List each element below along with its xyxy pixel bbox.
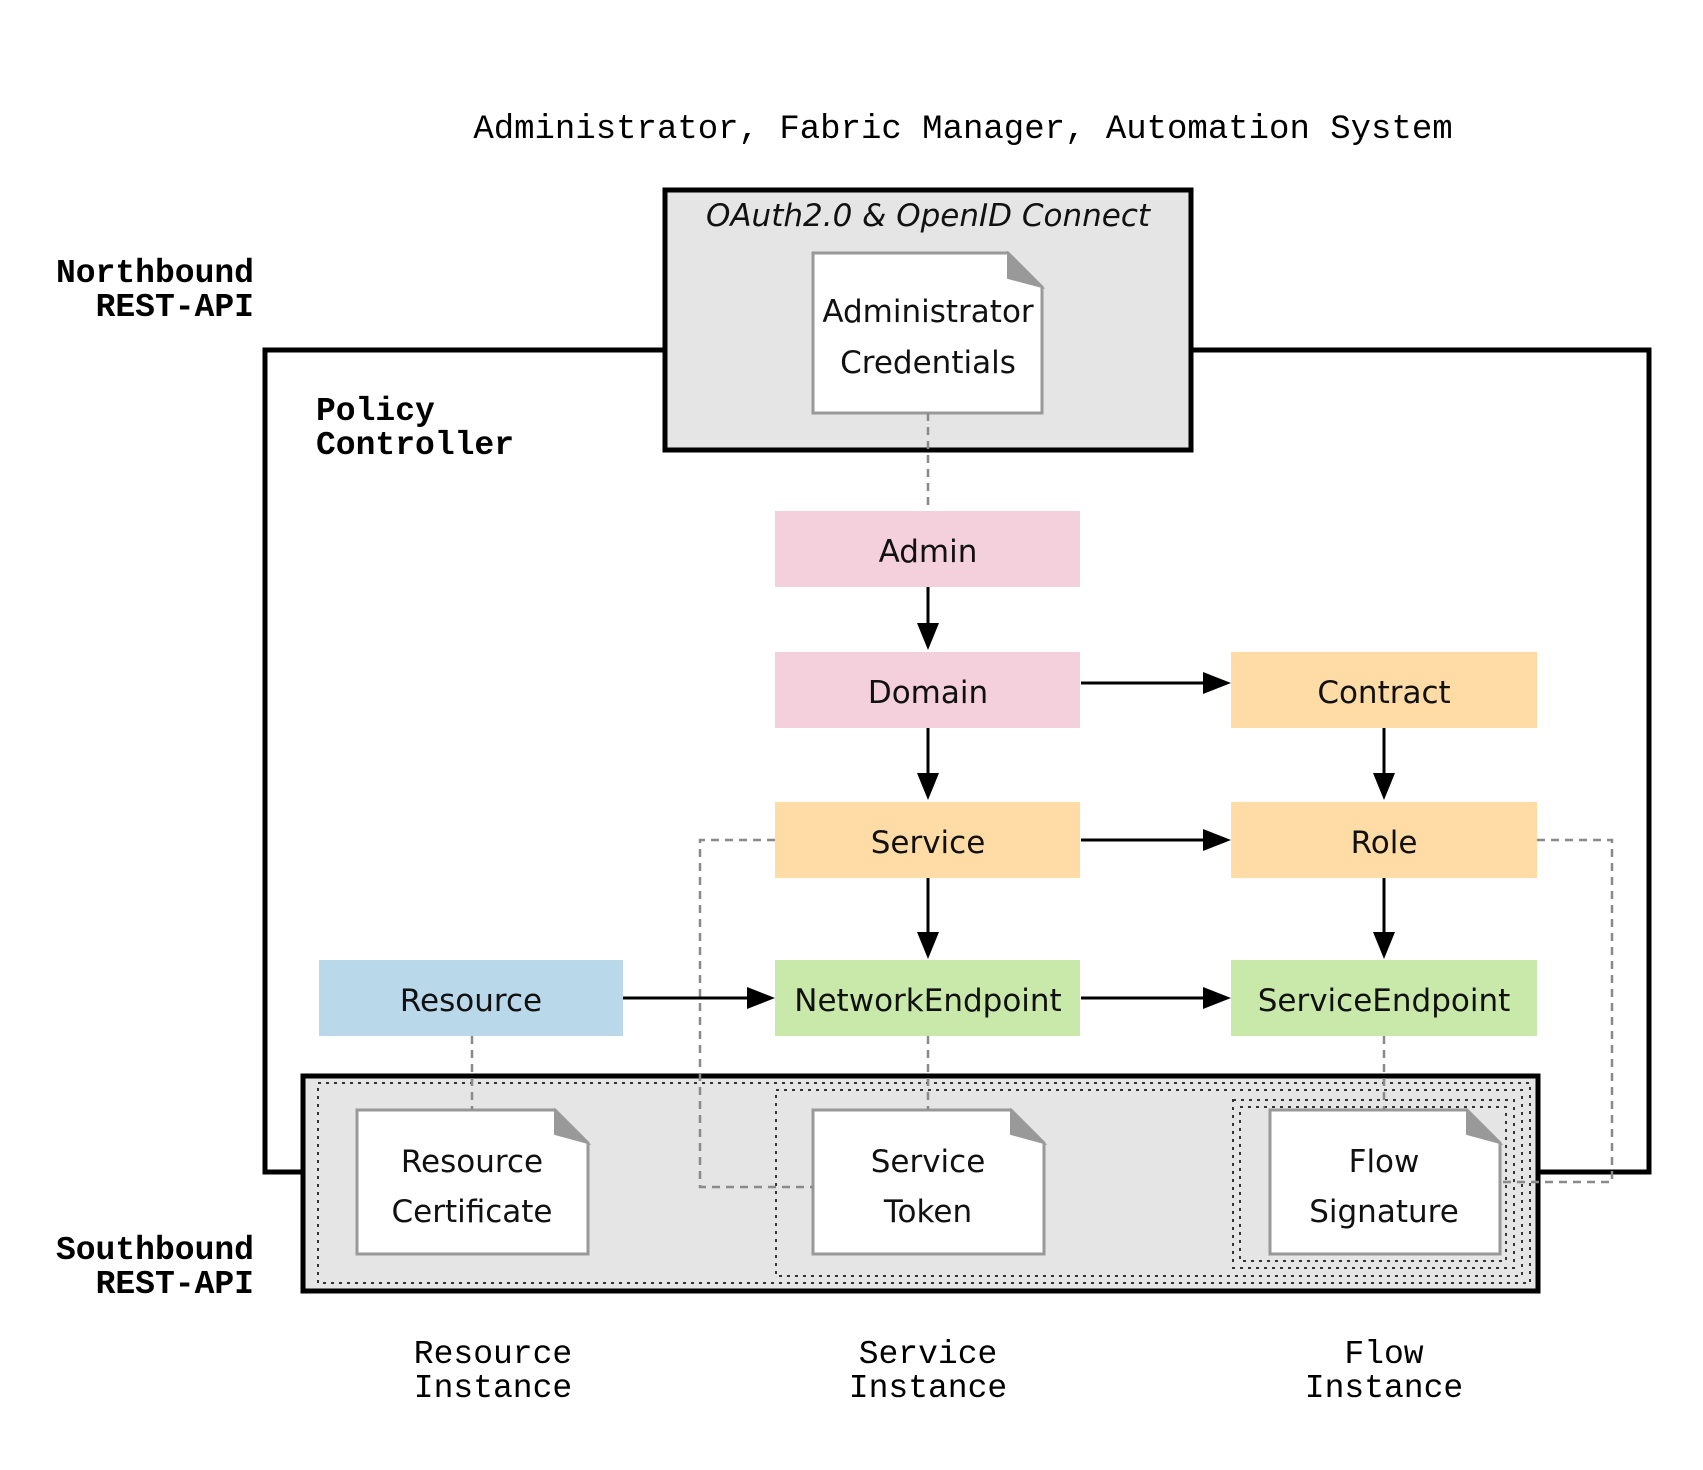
service-token-line2: Token: [883, 1194, 972, 1230]
node-domain-label: Domain: [868, 675, 988, 711]
service-to-token-link: [698, 838, 813, 1189]
flow-instance-label-line1: Flow: [1344, 1336, 1423, 1373]
administrator-credentials-line1: Administrator: [822, 294, 1034, 330]
administrator-credentials-document: Administrator Credentials: [811, 250, 1046, 415]
node-service-endpoint[interactable]: ServiceEndpoint: [1231, 960, 1537, 1036]
northbound-label-line2: REST-API: [96, 289, 254, 326]
node-resource-label: Resource: [400, 983, 542, 1019]
flow-instance-label-line2: Instance: [1305, 1370, 1463, 1407]
resource-certificate-line2: Certificate: [391, 1194, 552, 1230]
node-service-endpoint-label: ServiceEndpoint: [1258, 983, 1511, 1019]
resource-to-networkendpoint-arrowhead: [747, 987, 775, 1009]
service-instance-label-line2: Instance: [849, 1370, 1007, 1407]
node-service[interactable]: Service: [775, 802, 1080, 878]
admin-to-domain-arrowhead: [917, 623, 939, 650]
flow-signature-document: Flow Signature: [1268, 1107, 1504, 1256]
northbound-label-line1: Northbound: [56, 255, 254, 292]
resource-instance-label-line2: Instance: [414, 1370, 572, 1407]
node-network-endpoint-label: NetworkEndpoint: [794, 983, 1061, 1019]
flow-signature-line1: Flow: [1349, 1144, 1420, 1180]
resource-instance-label-line1: Resource: [414, 1336, 572, 1373]
service-to-role-arrowhead: [1203, 829, 1231, 851]
node-role-label: Role: [1351, 825, 1418, 861]
node-admin-label: Admin: [879, 534, 978, 570]
node-admin[interactable]: Admin: [775, 511, 1080, 587]
flow-signature-line2: Signature: [1309, 1194, 1459, 1230]
node-contract-label: Contract: [1317, 675, 1450, 711]
node-domain[interactable]: Domain: [775, 652, 1080, 728]
service-instance-label-line1: Service: [859, 1336, 998, 1373]
service-token-line1: Service: [871, 1144, 986, 1180]
flow-instance-subgroup: [1239, 1106, 1507, 1262]
administrator-credentials-line2: Credentials: [840, 345, 1016, 381]
service-token-document: Service Token: [811, 1107, 1048, 1256]
solid-arrows: [623, 587, 1395, 1009]
service-to-networkendpoint-arrowhead: [917, 932, 939, 959]
role-to-flow-link: [1500, 838, 1614, 1184]
oauth-title: OAuth2.0 & OpenID Connect: [706, 198, 1152, 234]
southbound-label-line1: Southbound: [56, 1232, 254, 1269]
domain-to-contract-arrowhead: [1203, 672, 1231, 694]
contract-to-role-arrowhead: [1373, 773, 1395, 800]
policy-controller-label-line1: Policy: [316, 393, 435, 430]
node-role[interactable]: Role: [1231, 802, 1537, 878]
node-contract[interactable]: Contract: [1231, 652, 1537, 728]
southbound-label-line2: REST-API: [96, 1266, 254, 1303]
dashed-connectors: [470, 413, 1614, 1189]
domain-to-service-arrowhead: [917, 773, 939, 800]
node-service-label: Service: [871, 825, 986, 861]
policy-controller-label-line2: Controller: [316, 427, 514, 464]
networkendpoint-to-serviceendpoint-arrowhead: [1203, 987, 1231, 1009]
header-title: Administrator, Fabric Manager, Automatio…: [473, 111, 1452, 149]
node-network-endpoint[interactable]: NetworkEndpoint: [775, 960, 1080, 1036]
role-to-serviceendpoint-arrowhead: [1373, 932, 1395, 959]
resource-certificate-document: Resource Certificate: [355, 1107, 592, 1256]
policy-controller-frame: [262, 347, 1652, 1175]
service-instance-group: [775, 1089, 1523, 1277]
resource-certificate-line1: Resource: [401, 1144, 543, 1180]
resource-instance-group: [317, 1082, 1531, 1284]
node-resource[interactable]: Resource: [319, 960, 623, 1036]
